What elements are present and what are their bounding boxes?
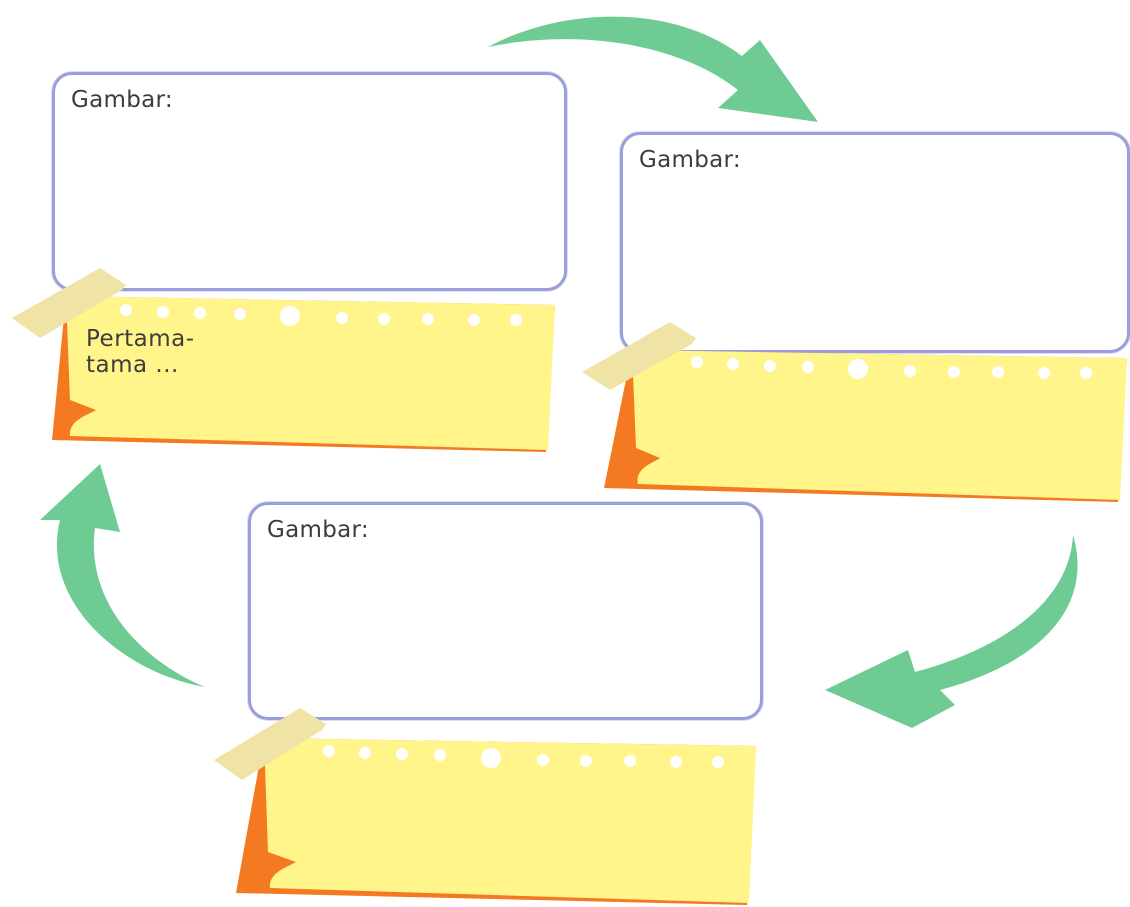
picture-frame[interactable]: Gambar:: [620, 132, 1130, 353]
tape-icon: [582, 322, 696, 390]
arrow-left-icon: [40, 464, 205, 687]
arrow-top-icon: [488, 16, 818, 122]
arrow-right-icon: [825, 535, 1078, 728]
frame-label: Gambar:: [267, 517, 369, 543]
picture-frame[interactable]: Gambar:: [52, 72, 567, 291]
sticky-note[interactable]: [0, 0, 800, 907]
frame-label: Gambar:: [71, 87, 173, 113]
sticky-note[interactable]: [0, 0, 600, 460]
tape-icon: [12, 268, 126, 338]
sticky-note[interactable]: [0, 0, 1130, 520]
frame-label: Gambar:: [639, 147, 741, 173]
tape-icon: [214, 708, 326, 780]
picture-frame[interactable]: Gambar:: [248, 502, 763, 720]
note-text: Pertama-tama ...: [86, 326, 195, 378]
